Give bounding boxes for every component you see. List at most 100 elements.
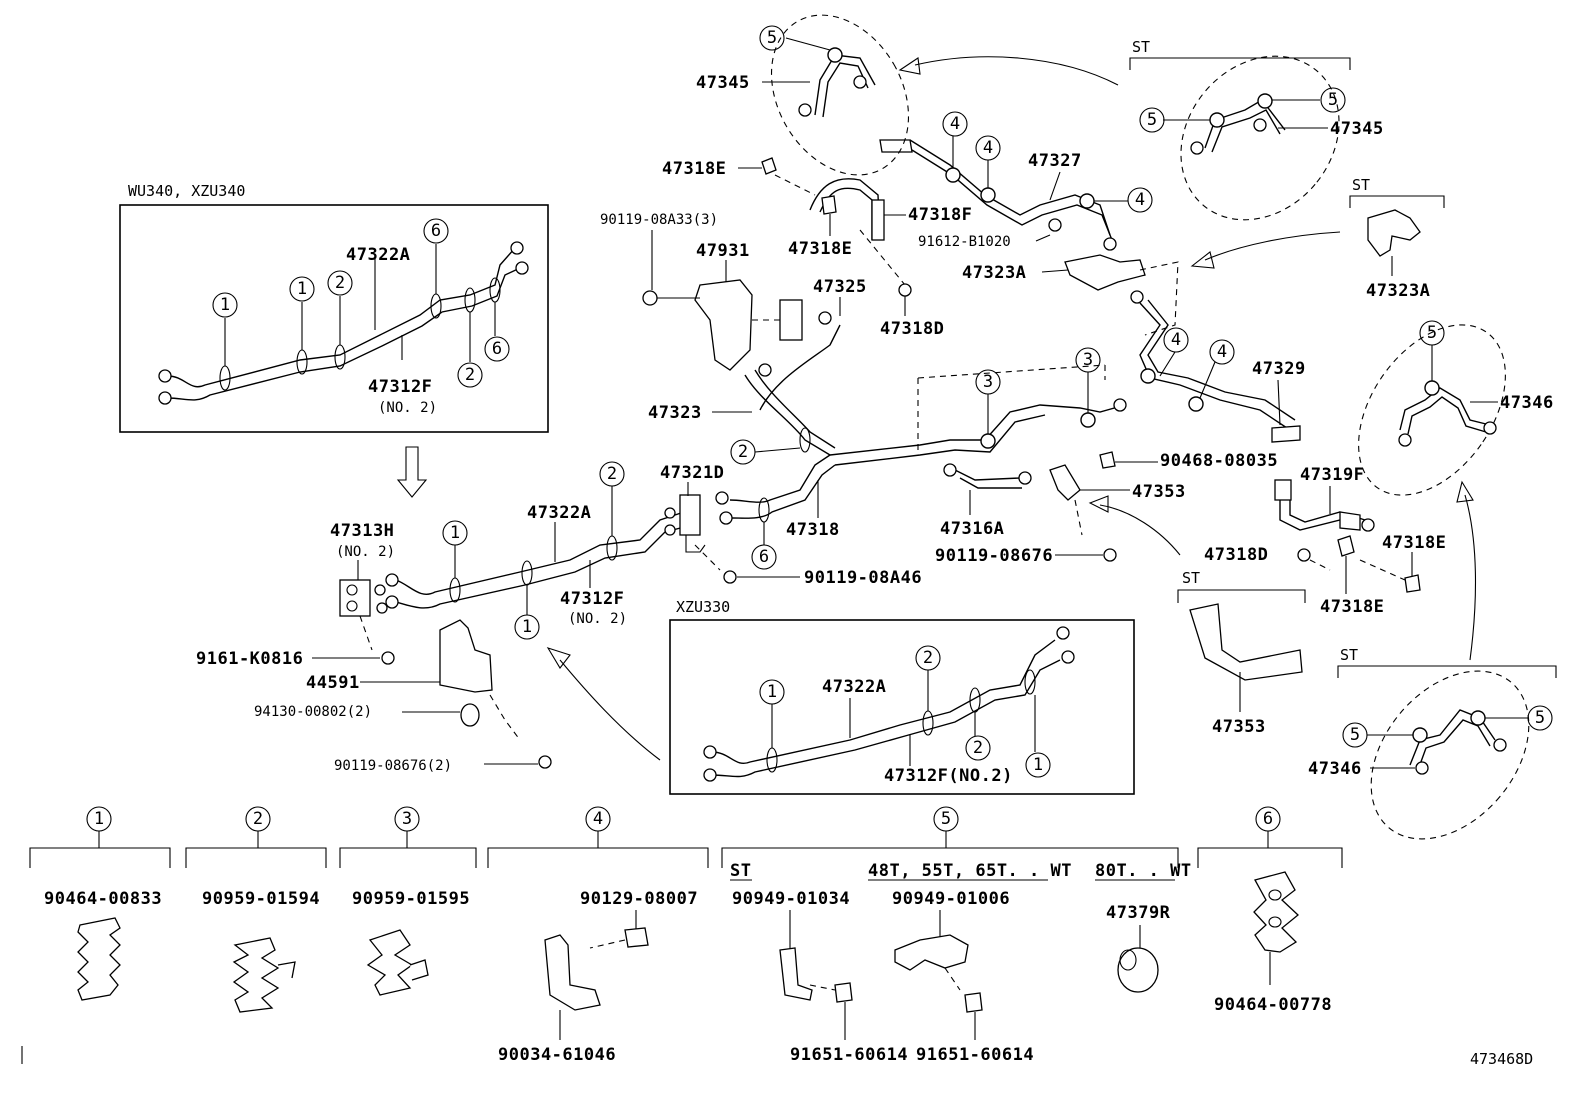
label-47325: 47325 <box>813 277 867 297</box>
st-label: ST <box>1352 176 1370 194</box>
callout-1: 1 <box>450 523 460 543</box>
clamp-icon <box>232 937 296 1013</box>
callout-5: 5 <box>1427 323 1437 343</box>
arrow-down-icon <box>396 446 428 498</box>
assembly-47319F: 47319F 47318D 47318E 47318E <box>1204 465 1446 617</box>
arrow-icon <box>546 647 571 669</box>
callout-1: 1 <box>767 682 777 702</box>
callout-6: 6 <box>1263 809 1273 829</box>
legend-90959-01595: 90959-01595 <box>352 889 470 909</box>
callout-2: 2 <box>607 464 617 484</box>
inset-wu340: WU340, XZU340 1 1 2 6 2 6 4732 <box>119 182 549 433</box>
st-47323A: ST 47323A <box>1190 176 1445 301</box>
label-47345: 47345 <box>696 73 750 93</box>
label-47323A: 47323A <box>1366 281 1430 301</box>
callout-2: 2 <box>923 648 933 668</box>
st-47353: ST 47353 <box>1088 495 1306 737</box>
callout-5: 5 <box>1350 725 1360 745</box>
callout-1: 1 <box>297 279 307 299</box>
label-47319F: 47319F <box>1300 465 1364 485</box>
callout-5: 5 <box>767 28 777 48</box>
label-47318E: 47318E <box>788 239 852 259</box>
callout-4: 4 <box>1171 330 1181 350</box>
label-47327: 47327 <box>1028 151 1082 171</box>
label-47318E: 47318E <box>662 159 726 179</box>
callout-3: 3 <box>1083 350 1093 370</box>
label-47931: 47931 <box>696 241 750 261</box>
legend-91651-60614: 91651-60614 <box>790 1045 908 1065</box>
wheel-47346-upper: 5 47346 <box>1358 320 1553 496</box>
assembly-47327: 4 4 4 47327 91612-B1020 47323A 4 4 47329 <box>879 111 1306 450</box>
label-47318D: 47318D <box>880 319 944 339</box>
label-47318E: 47318E <box>1382 533 1446 553</box>
callout-4: 4 <box>1135 190 1145 210</box>
label-47322A: 47322A <box>822 677 886 697</box>
assembly-47316A: 3 3 47316A 47353 90468-08035 90119-08676 <box>935 347 1278 566</box>
label-90119-08A46: 90119-08A46 <box>804 568 922 588</box>
callout-2: 2 <box>253 809 263 829</box>
label-no2: (NO. 2) <box>568 611 627 627</box>
label-90119-08A33: 90119-08A33(3) <box>600 212 718 228</box>
label-47318: 47318 <box>786 520 840 540</box>
inset-wu340-frame <box>119 204 549 433</box>
hardware-left: 47313H (NO. 2) 9161-K0816 44591 94130-00… <box>196 521 922 774</box>
inset-xzu330-frame <box>669 619 1135 795</box>
legend-90949-01034: 90949-01034 <box>732 889 850 909</box>
callout-5: 5 <box>1328 90 1338 110</box>
label-47316A: 47316A <box>940 519 1004 539</box>
label-90468-08035: 90468-08035 <box>1160 451 1278 471</box>
legend-91651-60614: 91651-60614 <box>916 1045 1034 1065</box>
label-47318E: 47318E <box>1320 597 1384 617</box>
callout-1: 1 <box>522 617 532 637</box>
label-47345: 47345 <box>1330 119 1384 139</box>
callout-2: 2 <box>335 273 345 293</box>
legend-90129-08007: 90129-08007 <box>580 889 698 909</box>
callout-4: 4 <box>950 114 960 134</box>
legend-90464-00833: 90464-00833 <box>44 889 162 909</box>
label-no2: (NO. 2) <box>378 400 437 416</box>
callout-2: 2 <box>465 365 475 385</box>
callout-3: 3 <box>983 372 993 392</box>
callout-2: 2 <box>973 738 983 758</box>
callout-4: 4 <box>593 809 603 829</box>
clamp-icon <box>77 917 121 1001</box>
legend-80t: 80T. . WT <box>1095 861 1192 881</box>
callout-5: 5 <box>941 809 951 829</box>
label-47323: 47323 <box>648 403 702 423</box>
legend: 1 90464-00833 2 90959-01594 3 90959-0159… <box>29 806 1343 1065</box>
label-47329: 47329 <box>1252 359 1306 379</box>
inset-xzu330-title: XZU330 <box>676 598 730 616</box>
callout-4: 4 <box>983 138 993 158</box>
callout-4: 4 <box>1217 342 1227 362</box>
wheel-47346-lower: ST 5 5 47346 <box>1308 480 1557 840</box>
callout-2: 2 <box>738 442 748 462</box>
callout-6: 6 <box>492 339 502 359</box>
callout-1: 1 <box>94 809 104 829</box>
diagram-code: 473468D <box>1470 1050 1533 1068</box>
label-47312F-no2: 47312F(NO.2) <box>884 766 1013 786</box>
label-47322A: 47322A <box>527 503 591 523</box>
label-47312F: 47312F <box>560 589 624 609</box>
st-label: ST <box>1182 569 1200 587</box>
label-91612-B1020: 91612-B1020 <box>918 234 1011 250</box>
legend-47379R: 47379R <box>1106 903 1171 923</box>
label-94130-00802: 94130-00802(2) <box>254 704 372 720</box>
label-47353: 47353 <box>1132 482 1186 502</box>
wheel-47345-right: ST 5 5 47345 <box>1129 38 1384 221</box>
label-90119-08676: 90119-08676 <box>935 546 1053 566</box>
label-90119-08676-2: 90119-08676(2) <box>334 758 452 774</box>
st-label: ST <box>1340 646 1358 664</box>
label-47318F: 47318F <box>908 205 972 225</box>
wheel-47345-left: 5 47345 <box>696 14 1119 176</box>
label-44591: 44591 <box>306 673 360 693</box>
label-47318D: 47318D <box>1204 545 1268 565</box>
callout-5: 5 <box>1147 110 1157 130</box>
clamp-icon <box>1253 871 1299 953</box>
callout-1: 1 <box>1033 755 1043 775</box>
inset-wu340-title: WU340, XZU340 <box>128 182 245 200</box>
callout-6: 6 <box>431 221 441 241</box>
legend-90464-00778: 90464-00778 <box>1214 995 1332 1015</box>
label-47312F: 47312F <box>368 377 432 397</box>
label-47353: 47353 <box>1212 717 1266 737</box>
